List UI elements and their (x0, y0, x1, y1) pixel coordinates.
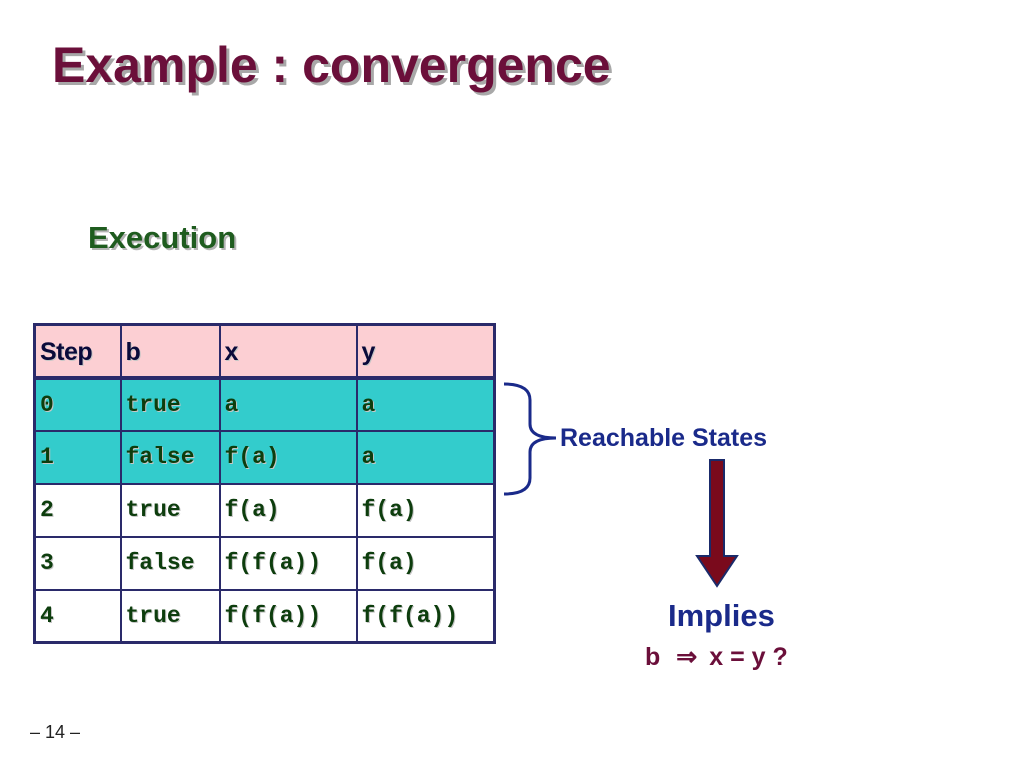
cell-y: a (355, 429, 496, 485)
right-curly-brace-icon (503, 382, 557, 496)
implies-symbol: ⇒ (676, 643, 698, 671)
table-row: 1 false f(a) a (33, 429, 496, 485)
cell-step: 3 (33, 535, 122, 591)
header-b: b (119, 323, 221, 380)
header-y: y (355, 323, 496, 380)
cell-b: true (119, 482, 221, 538)
cell-step: 2 (33, 482, 122, 538)
cell-y: f(a) (355, 482, 496, 538)
cell-step: 0 (33, 376, 122, 432)
cell-y: f(f(a)) (355, 588, 496, 644)
implies-label: Implies (668, 598, 775, 633)
cell-b: true (119, 588, 221, 644)
cell-y: a (355, 376, 496, 432)
reachable-states-label: Reachable States (560, 424, 768, 452)
execution-table: Step b x y 0 true a a 1 false f(a) a 2 t… (33, 323, 496, 644)
slide-title: Example : convergence (52, 37, 611, 93)
table-row: 4 true f(f(a)) f(f(a)) (33, 588, 496, 644)
cell-x: f(f(a)) (218, 535, 358, 591)
table-row: 0 true a a (33, 376, 496, 432)
table-row: 2 true f(a) f(a) (33, 482, 496, 538)
down-arrow-icon (695, 459, 739, 588)
cell-b: true (119, 376, 221, 432)
page-number: – 14 – (30, 722, 81, 742)
implication-formula: b ⇒ x = y ? (645, 642, 788, 672)
cell-x: a (218, 376, 358, 432)
cell-y: f(a) (355, 535, 496, 591)
table-row: 3 false f(f(a)) f(a) (33, 535, 496, 591)
formula-right: x = y ? (709, 643, 788, 671)
header-step: Step (33, 323, 122, 380)
table-header-row: Step b x y (33, 323, 496, 380)
cell-x: f(f(a)) (218, 588, 358, 644)
cell-step: 4 (33, 588, 122, 644)
cell-x: f(a) (218, 429, 358, 485)
cell-step: 1 (33, 429, 122, 485)
header-x: x (218, 323, 358, 380)
cell-b: false (119, 429, 221, 485)
cell-b: false (119, 535, 221, 591)
cell-x: f(a) (218, 482, 358, 538)
section-heading: Execution (88, 220, 237, 255)
formula-left: b (645, 643, 661, 671)
